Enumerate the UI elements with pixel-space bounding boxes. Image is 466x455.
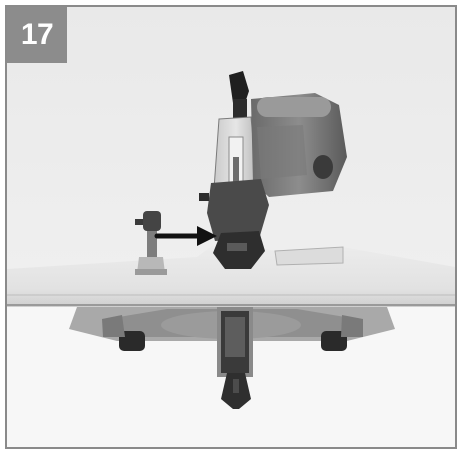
figure-frame: 17: [5, 5, 457, 449]
miter-saw-photo: [7, 7, 455, 447]
saw-fence: [274, 246, 344, 266]
saw-head: [199, 71, 347, 269]
hold-down-clamp: [135, 211, 167, 275]
figure-number-badge: 17: [7, 7, 67, 63]
arrow-right-icon: [154, 226, 217, 246]
front-extension-arm: [217, 307, 253, 409]
